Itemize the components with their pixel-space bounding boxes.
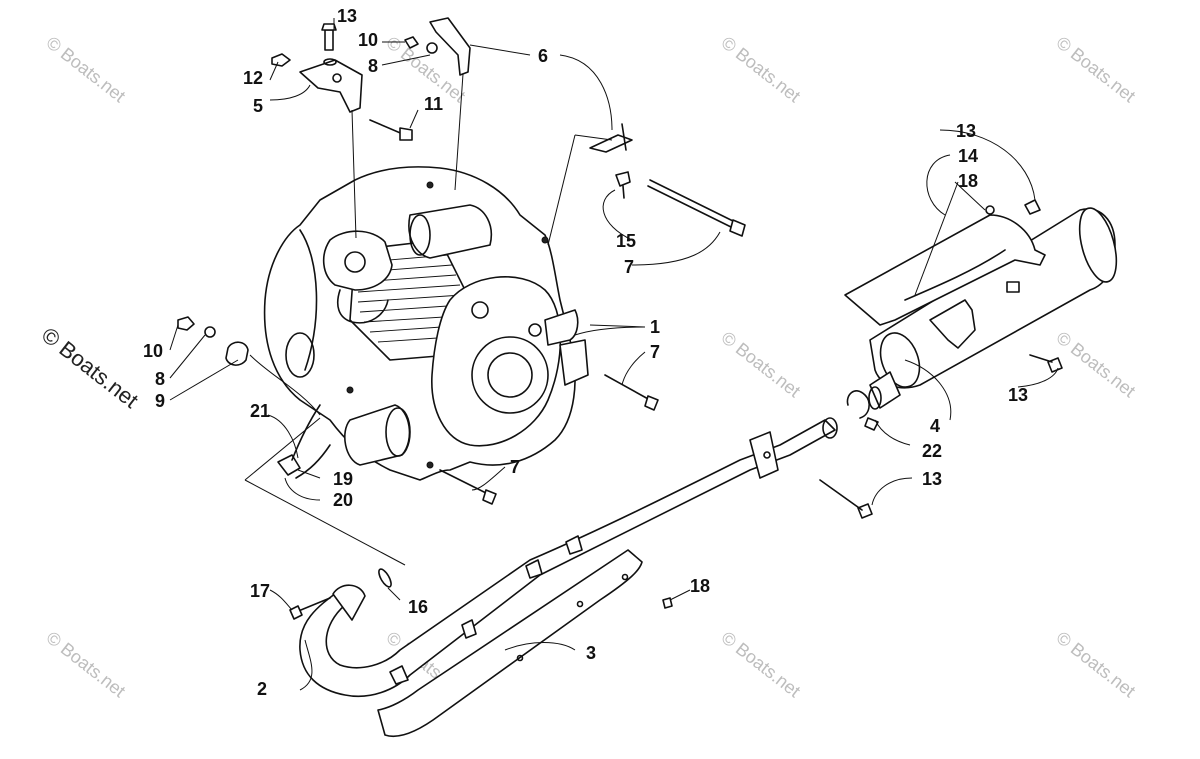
- watermark: © Boats.net: [718, 327, 805, 401]
- long-bolt: [615, 171, 746, 237]
- callout-19: 19: [333, 469, 353, 489]
- callout-7c: 7: [510, 457, 520, 477]
- callout-22: 22: [922, 441, 942, 461]
- callout-13d: 13: [922, 469, 942, 489]
- callout-13c: 13: [1008, 385, 1028, 405]
- callout-18b: 18: [690, 576, 710, 596]
- callout-21: 21: [250, 401, 270, 421]
- callout-12: 12: [243, 68, 263, 88]
- callout-10a: 10: [358, 30, 378, 50]
- watermark: © Boats.net: [1053, 327, 1140, 401]
- callout-13b: 13: [956, 121, 976, 141]
- muffler: [819, 199, 1118, 519]
- engine-assembly: [263, 166, 589, 481]
- callout-16: 16: [408, 597, 428, 617]
- callout-13a: 13: [337, 6, 357, 26]
- callout-3: 3: [586, 643, 596, 663]
- callout-10b: 10: [143, 341, 163, 361]
- callout-11: 11: [424, 94, 443, 114]
- main-watermark: © Boats.net: [37, 322, 143, 413]
- watermark: © Boats.net: [1053, 32, 1140, 106]
- callout-17: 17: [250, 581, 270, 601]
- watermark: © Boats.net: [1053, 627, 1140, 701]
- callout-7a: 7: [624, 257, 634, 277]
- callout-labels: 1 2 3 4 5 6 7 7 7 8 8 9 10 10 11 12 13 1…: [143, 6, 1028, 699]
- callout-18a: 18: [958, 171, 978, 191]
- callout-9: 9: [155, 391, 165, 411]
- support-bracket: [404, 17, 471, 191]
- left-mount-hardware: [177, 316, 321, 416]
- callout-6: 6: [538, 46, 548, 66]
- engine-bolts-right: [439, 374, 659, 505]
- callout-4: 4: [930, 416, 940, 436]
- oxygen-sensor: [244, 404, 406, 566]
- exhaust-gasket: [289, 568, 392, 620]
- watermark: © Boats.net: [718, 32, 805, 106]
- callout-20: 20: [333, 490, 353, 510]
- callout-15: 15: [616, 231, 636, 251]
- watermark: © Boats.net: [43, 627, 130, 701]
- callout-8b: 8: [155, 369, 165, 389]
- header-heat-shield: [377, 549, 673, 737]
- callout-14: 14: [958, 146, 978, 166]
- callout-1: 1: [650, 317, 660, 337]
- shield-clip: [547, 123, 633, 246]
- callout-5: 5: [253, 96, 263, 116]
- callout-8a: 8: [368, 56, 378, 76]
- watermark: © Boats.net: [718, 627, 805, 701]
- watermark: © Boats.net: [43, 32, 130, 106]
- header-pipe: [299, 417, 838, 698]
- callout-2: 2: [257, 679, 267, 699]
- callout-7b: 7: [650, 342, 660, 362]
- leader-lines: [169, 18, 1059, 691]
